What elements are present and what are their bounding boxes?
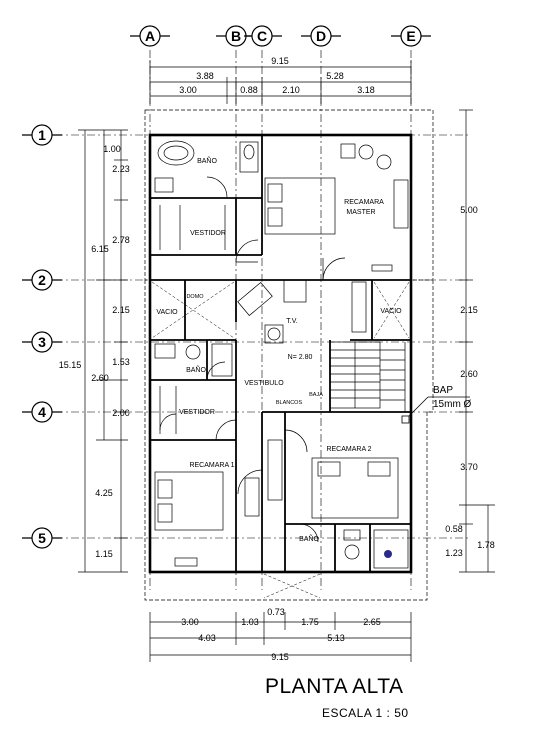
furniture (154, 140, 409, 569)
dim-right-detail-3: 2.60 (460, 369, 478, 379)
level-mark: N= 2.80 (288, 354, 313, 361)
stairs (329, 341, 406, 412)
axis-4-label: 4 (38, 404, 46, 420)
dim-left-detail-3: 2.78 (112, 235, 130, 245)
axis-3-label: 3 (38, 334, 46, 350)
dim-left-sub-1: 6.15 (91, 244, 109, 254)
row-axis-markers: 1 2 3 4 5 (22, 124, 62, 549)
bed-2 (311, 457, 399, 519)
dim-right-detail-5: 0.58 (445, 524, 463, 534)
axis-a-marker: A (130, 25, 170, 47)
bottom-dimension-labels: 3.00 1.03 0.73 1.75 2.65 4.03 5.13 9.15 (181, 607, 381, 662)
axis-1-label: 1 (38, 127, 46, 143)
dim-bottom-sub-2: 5.13 (327, 633, 345, 643)
dim-bottom-sub-1: 4.03 (198, 633, 216, 643)
dim-left-detail-6: 2.00 (112, 408, 130, 418)
room-recamara-master-1: RECAMARA (344, 199, 384, 206)
doors (159, 176, 346, 543)
axis-2-marker: 2 (22, 269, 62, 291)
room-vacio-1: VACIO (156, 309, 178, 316)
dim-top-detail-1: 3.00 (179, 85, 197, 95)
bed-1 (154, 471, 224, 531)
dim-bottom-detail-2: 1.03 (241, 617, 259, 627)
dim-bottom-detail-4: 1.75 (301, 617, 319, 627)
axis-c-marker: C (244, 25, 282, 47)
room-bano-master: BAÑO (197, 156, 217, 165)
dim-right-detail-2: 2.15 (460, 305, 478, 315)
axis-4-marker: 4 (22, 401, 62, 423)
room-vestidor-2: VESTIDOR (179, 409, 215, 416)
room-vacio-2: VACIO (380, 308, 402, 315)
room-domo: DOMO (186, 294, 204, 300)
axis-a-label: A (145, 28, 155, 44)
dim-bottom-detail-1: 3.00 (181, 617, 199, 627)
axis-5-label: 5 (38, 530, 46, 546)
dim-top-sub-2: 5.28 (326, 71, 344, 81)
dim-right-detail-6: 1.23 (445, 548, 463, 558)
room-recamara-master-2: MASTER (346, 209, 375, 216)
left-dimensions (78, 129, 128, 573)
dim-top-overall: 9.15 (271, 56, 289, 66)
right-dimensions (459, 109, 495, 573)
right-dimension-labels: 5.00 2.15 2.60 3.70 0.58 1.23 1.78 (445, 205, 495, 558)
drawing-title: PLANTA ALTA (265, 675, 404, 698)
dim-left-detail-4: 2.15 (112, 305, 130, 315)
dim-right-sub-1: 1.78 (477, 540, 495, 550)
dim-left-detail-7: 4.25 (95, 488, 113, 498)
room-recamara-1: RECAMARA 1 (189, 462, 234, 469)
axis-e-marker: E (391, 25, 431, 47)
top-dimension-labels: 9.15 3.88 5.28 3.00 0.88 2.10 3.18 (179, 56, 375, 95)
axis-1-marker: 1 (22, 124, 62, 146)
dim-left-detail-5: 1.53 (112, 357, 130, 367)
axis-b-label: B (231, 28, 241, 44)
room-baja: BAJA (309, 392, 323, 398)
room-bano-2: BAÑO (186, 365, 206, 374)
axis-5-marker: 5 (22, 527, 62, 549)
axis-c-label: C (257, 28, 267, 44)
voids (151, 281, 410, 599)
dim-bottom-detail-5: 2.65 (363, 617, 381, 627)
room-vestidor-1: VESTIDOR (190, 230, 226, 237)
bap-label: BAP (433, 385, 453, 396)
axis-3-marker: 3 (22, 331, 62, 353)
axis-e-label: E (406, 28, 415, 44)
bottom-dimensions (149, 612, 412, 662)
room-bano-3: BAÑO (299, 534, 319, 543)
top-dimensions (149, 60, 412, 104)
dim-right-detail-4: 3.70 (460, 462, 478, 472)
room-blancos: BLANCOS (276, 400, 303, 406)
dim-top-detail-2: 0.88 (240, 85, 258, 95)
axis-d-marker: D (301, 25, 341, 47)
drawing-scale: ESCALA 1 : 50 (322, 706, 409, 720)
dim-bottom-detail-3: 0.73 (267, 607, 285, 617)
column-axis-markers: A B C D E (130, 25, 431, 47)
axis-b-marker: B (216, 25, 256, 47)
dim-left-sub-2: 2.60 (91, 373, 109, 383)
axis-2-label: 2 (38, 272, 46, 288)
room-labels: BAÑO RECAMARA MASTER VESTIDOR DOMO VACIO… (156, 156, 402, 543)
master-bed (264, 177, 336, 235)
room-vestibulo: VESTIBULO (244, 380, 284, 387)
dim-right-detail-1: 5.00 (460, 205, 478, 215)
bathtub (157, 140, 195, 166)
bap-spec: 15mm Ø (433, 399, 472, 410)
dim-top-detail-3: 2.10 (282, 85, 300, 95)
walls (148, 133, 413, 574)
dim-top-sub-1: 3.88 (196, 71, 214, 81)
bap-drain: BAP 15mm Ø (384, 385, 472, 558)
dim-top-detail-4: 3.18 (357, 85, 375, 95)
dim-left-detail-1: 1.00 (103, 144, 121, 154)
dim-left-detail-8: 1.15 (95, 549, 113, 559)
left-dimension-labels: 15.15 6.15 2.60 1.00 2.23 2.78 2.15 1.53… (59, 144, 130, 559)
dim-left-overall: 15.15 (59, 360, 82, 370)
room-recamara-2: RECAMARA 2 (326, 446, 371, 453)
axis-d-label: D (316, 28, 326, 44)
dim-left-detail-2: 2.23 (112, 164, 130, 174)
dim-bottom-overall: 9.15 (271, 652, 289, 662)
room-tv: T.V. (286, 318, 297, 325)
